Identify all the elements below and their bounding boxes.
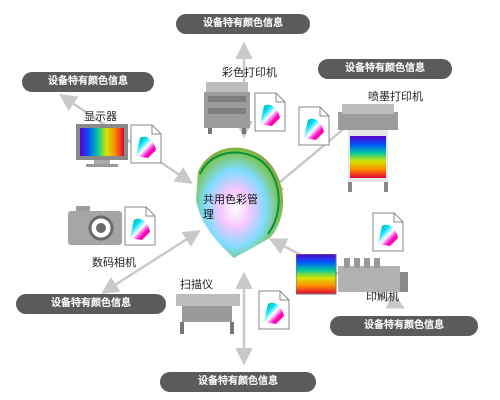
monitor-label: 显示器 [84,110,117,123]
profile-document-icon [130,124,162,164]
device-info-pill-upper-left: 设备特有颜色信息 [22,72,154,92]
profile-document-icon [254,92,286,132]
device-info-pill-upper-right: 设备特有颜色信息 [318,59,452,79]
gamut-shape [196,147,284,258]
device-info-pill-top: 设备特有颜色信息 [176,14,310,34]
profile-document-icon [298,106,330,146]
profile-document-icon [124,206,156,246]
profile-document-icon [372,212,404,252]
camera-label: 数码相机 [92,256,136,269]
camera-icon [68,206,122,245]
scanner-label: 扫描仪 [180,278,213,291]
color-printer-icon [204,82,250,134]
profile-document-icon [258,290,290,330]
color-printer-label: 彩色打印机 [222,66,277,79]
inkjet-printer-label: 喷墨打印机 [368,90,423,103]
device-info-pill-lower-left: 设备特有颜色信息 [16,294,166,314]
center-label: 共用色彩管理 [203,193,258,221]
inkjet-printer-icon [338,104,398,192]
press-label: 印刷机 [366,290,399,303]
device-info-pill-bottom: 设备特有颜色信息 [160,372,316,392]
scanner-icon [176,294,240,334]
monitor-icon [76,124,128,167]
printing-press-icon [296,254,408,295]
device-info-pill-lower-right: 设备特有颜色信息 [330,316,478,336]
